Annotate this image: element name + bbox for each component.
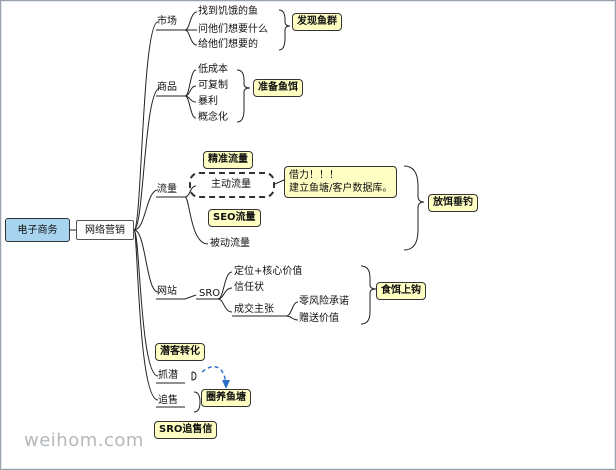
market-label[interactable]: 市场 [157,16,177,27]
callout-lead-conversion[interactable]: 潜客转化 [155,343,205,361]
website-label[interactable]: 网站 [157,286,177,297]
product-item-1[interactable]: 低成本 [198,64,228,75]
root-node[interactable]: 电子商务 [5,218,70,242]
product-item-2[interactable]: 可复制 [198,80,228,91]
callout-seo-traffic[interactable]: SEO流量 [208,209,261,227]
watermark: weihom.com [24,430,144,451]
branch-product-connector [133,87,161,231]
active-traffic-box[interactable] [189,172,275,198]
borrow-line-1: 借力！！！ [289,170,339,181]
main-branch-node[interactable]: 网络营销 [76,220,134,240]
callout-bait[interactable]: 准备鱼饵 [253,79,303,97]
callout-find-fish[interactable]: 发现鱼群 [292,13,342,31]
bracket-traffic [403,165,425,251]
branch-followup-connector [133,229,159,401]
callout-take-bait[interactable]: 食饵上钩 [376,282,426,300]
callout-sro-followup-letter[interactable]: SRO追售信 [154,421,218,439]
sro-label[interactable]: SRO [199,288,221,299]
branch-capture-connector [133,229,159,377]
deal-item-zero-risk[interactable]: 零风险承诺 [299,296,349,307]
bracket-product [236,69,251,123]
active-traffic-label[interactable]: 主动流量 [211,179,251,190]
deal-proposition-label[interactable]: 成交主张 [234,304,274,315]
product-item-3[interactable]: 暴利 [198,96,218,107]
product-item-4[interactable]: 概念化 [198,112,228,123]
followup-label[interactable]: 追售 [158,395,178,406]
bracket-followup [193,391,201,413]
branch-traffic-connector [133,189,159,231]
traffic-label[interactable]: 流量 [157,184,177,195]
product-label[interactable]: 商品 [157,82,177,93]
branch-website-connector [133,229,159,293]
bracket-website [360,265,377,325]
callout-precise-traffic[interactable]: 精准流量 [203,151,253,169]
callout-fish-pond[interactable]: 圈养鱼塘 [201,389,251,407]
market-item-3[interactable]: 给他们想要的 [198,39,258,50]
borrow-line-2: 建立鱼塘/客户数据库。 [289,183,393,194]
deal-item-gift-value[interactable]: 赠送价值 [299,313,339,324]
branch-market-connector [133,21,159,231]
capture-label[interactable]: 抓潜 [158,370,178,381]
website-item-positioning[interactable]: 定位+核心价值 [234,266,303,277]
bracket-market [278,9,291,51]
website-item-trust[interactable]: 信任状 [234,282,264,293]
passive-traffic-label[interactable]: 被动流量 [210,238,250,249]
bracket-capture [191,371,197,381]
callout-fishing[interactable]: 放饵垂钓 [428,194,478,212]
callout-borrow-power[interactable]: 借力！！！ 建立鱼塘/客户数据库。 [284,166,398,198]
market-item-1[interactable]: 找到饥饿的鱼 [198,6,258,17]
capture-arrow [201,365,227,385]
market-item-2[interactable]: 问他们想要什么 [198,24,268,35]
